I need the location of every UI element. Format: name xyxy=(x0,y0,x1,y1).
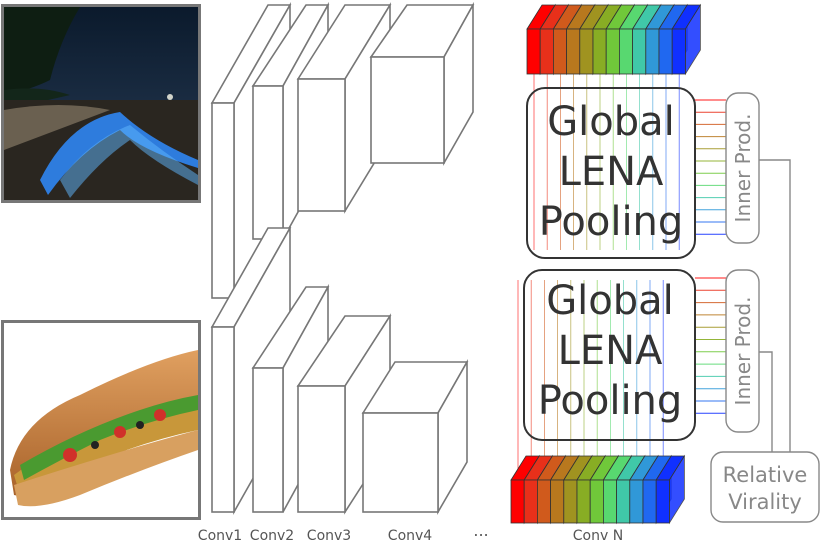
pooling-top-line1: Global xyxy=(547,99,675,145)
conv2-label: Conv2 xyxy=(250,528,294,544)
feature-slice xyxy=(655,454,686,525)
connector-lines-top xyxy=(533,74,726,250)
pooling-box-top: Global LENA Pooling xyxy=(526,87,696,259)
inner-product-box-top: Inner Prod. xyxy=(725,92,760,244)
pooling-top-line2: LENA xyxy=(559,149,664,195)
ellipsis-label: ... xyxy=(473,521,488,540)
connector-lines-bottom xyxy=(517,277,726,478)
feature-map-top xyxy=(526,3,702,76)
bioluminescent-beach-photo xyxy=(1,4,201,203)
sandwich-photo xyxy=(1,320,201,520)
pooling-box-bottom: Global LENA Pooling xyxy=(523,269,696,441)
pooling-bottom-line2: LENA xyxy=(558,328,663,374)
convN-label: Conv N xyxy=(573,528,623,544)
conv3-block-top xyxy=(296,2,392,214)
relative-virality-box: Relative Virality xyxy=(710,451,820,523)
conv4-block-top xyxy=(369,1,475,167)
conv4-block-bottom xyxy=(361,358,469,515)
conv3-block-bottom xyxy=(296,313,392,515)
inner-product-bottom-label: Inner Prod. xyxy=(731,297,755,406)
pooling-bottom-line3: Pooling xyxy=(538,378,683,424)
pooling-top-line3: Pooling xyxy=(539,199,684,245)
pooling-bottom-line1: Global xyxy=(546,278,674,324)
conv-blocks-bottom xyxy=(210,224,469,516)
conv-blocks-top xyxy=(210,1,475,302)
layer-labels: Conv1 Conv2 Conv3 Conv4 ... Conv N xyxy=(198,521,623,544)
inner-product-box-bottom: Inner Prod. xyxy=(725,269,760,433)
output-line2: Virality xyxy=(728,490,802,514)
conv1-label: Conv1 xyxy=(198,528,242,544)
inner-product-top-label: Inner Prod. xyxy=(731,114,755,223)
output-line1: Relative xyxy=(723,463,808,487)
conv3-label: Conv3 xyxy=(307,528,351,544)
feature-slice xyxy=(671,3,702,76)
conv4-label: Conv4 xyxy=(388,528,432,544)
feature-map-bottom xyxy=(510,454,686,525)
output-wires xyxy=(759,159,791,452)
